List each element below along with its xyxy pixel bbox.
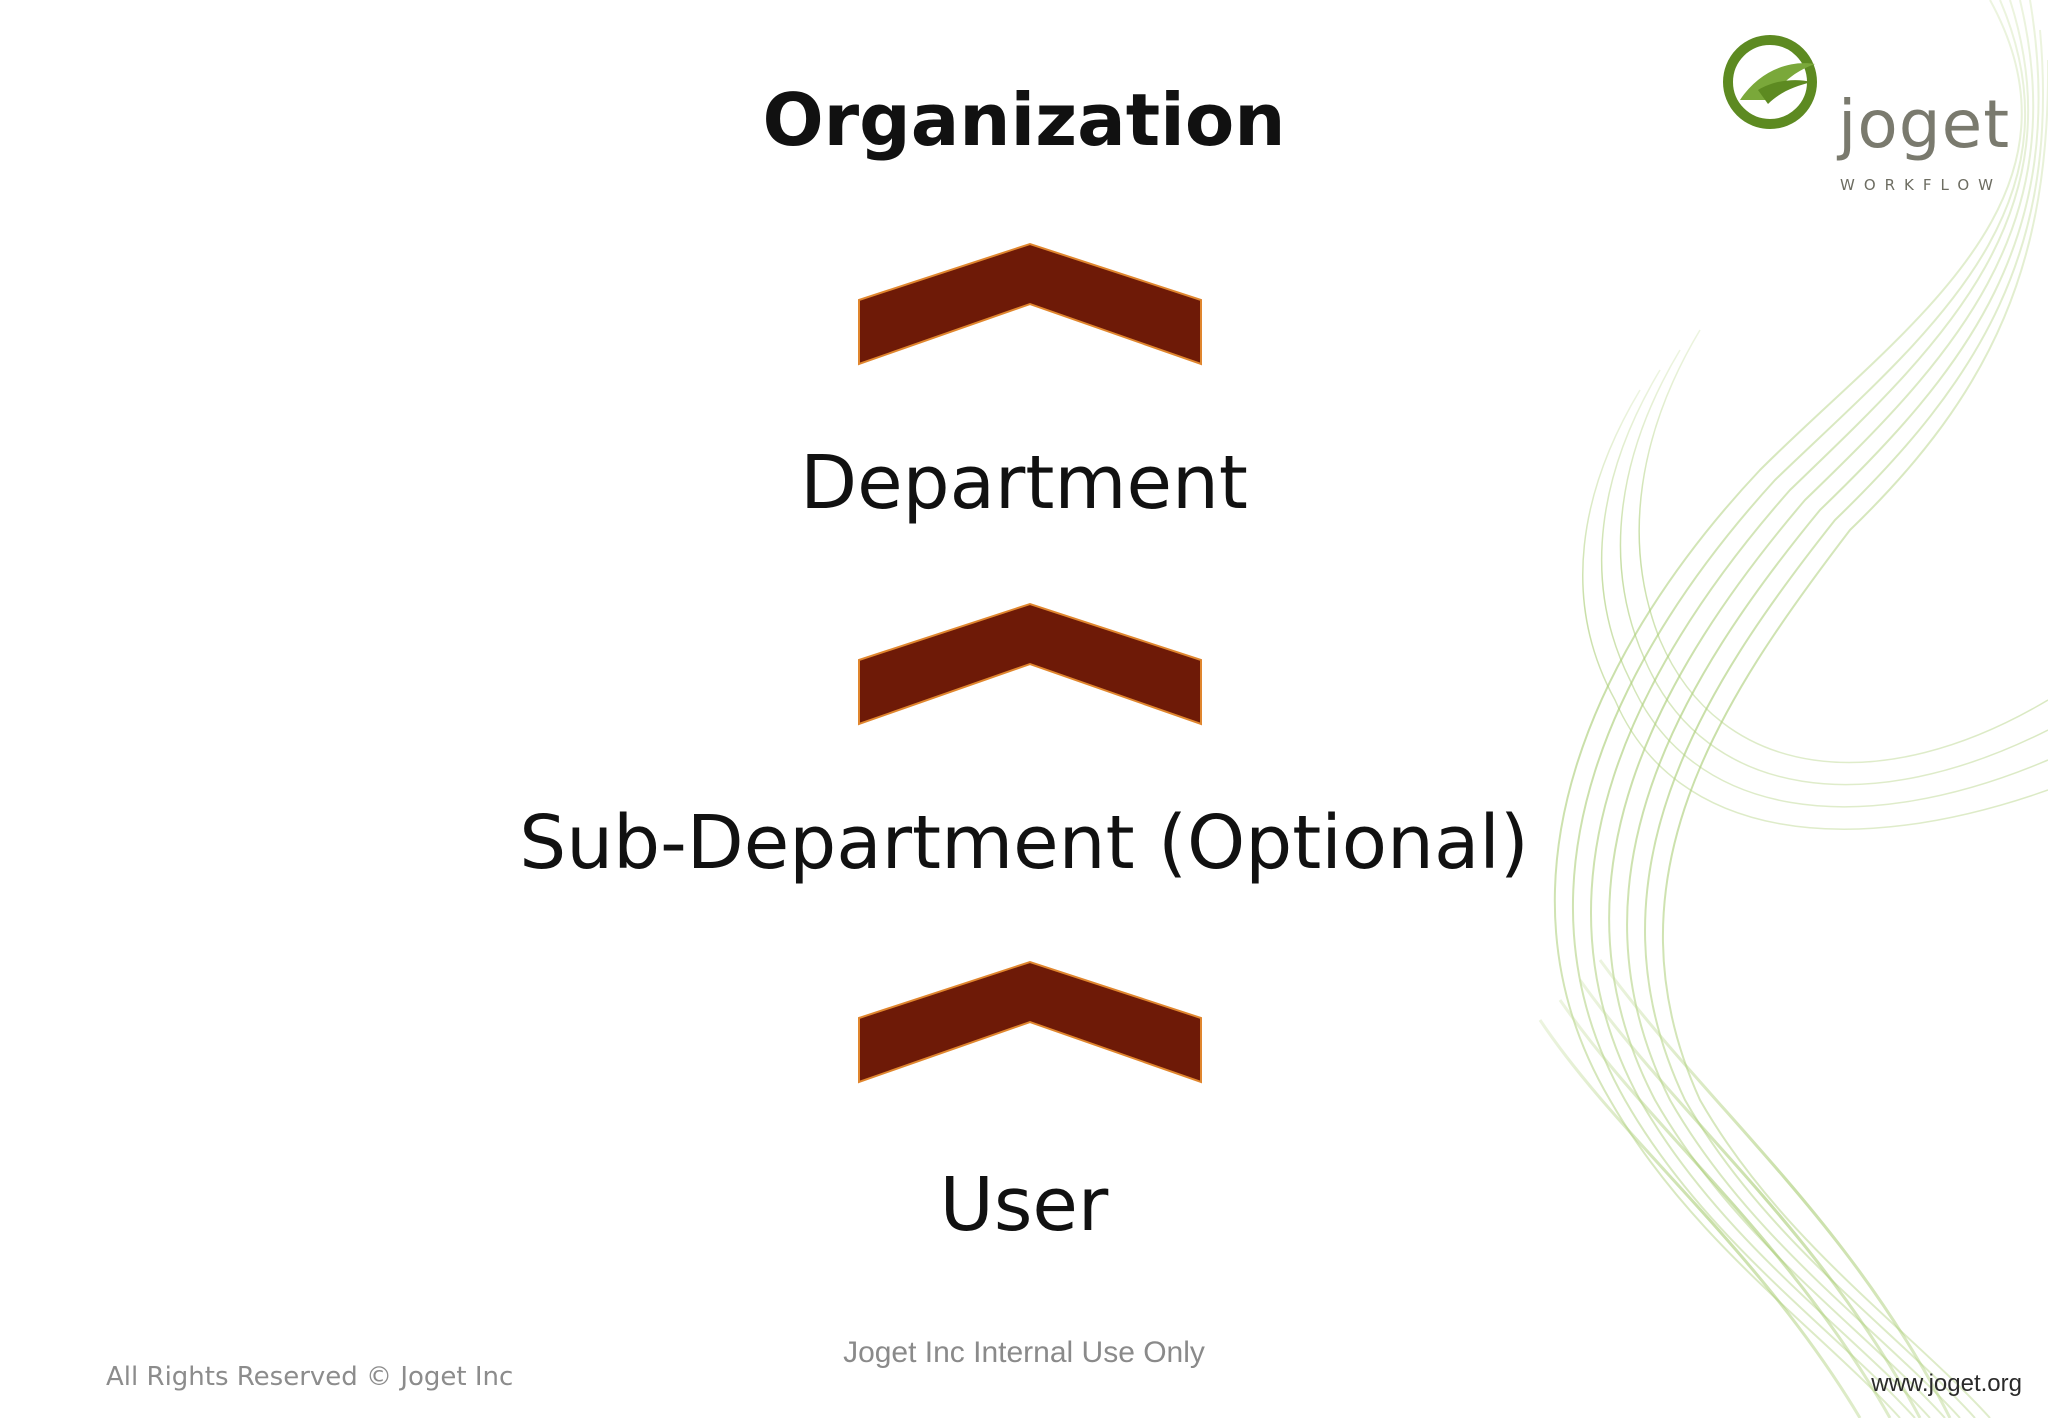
level-label-department: Department xyxy=(800,440,1248,526)
page-title: Organization xyxy=(762,78,1286,162)
footer-website-link[interactable]: www.joget.org xyxy=(1871,1370,2022,1397)
level-label-user: User xyxy=(939,1162,1109,1248)
joget-logo: joget WORKFLOW xyxy=(1720,30,2020,200)
logo-tagline: WORKFLOW xyxy=(1840,176,2002,194)
chevron-up-icon xyxy=(858,960,1202,1084)
footer-internal-notice: Joget Inc Internal Use Only xyxy=(843,1336,1205,1369)
chevron-up-icon xyxy=(858,602,1202,726)
level-label-sub-department: Sub-Department (Optional) xyxy=(519,800,1529,886)
chevron-up-icon xyxy=(858,242,1202,366)
joget-logo-icon xyxy=(1723,35,1817,129)
footer-copyright: All Rights Reserved © Joget Inc xyxy=(106,1362,514,1392)
logo-wordmark: joget xyxy=(1838,86,2011,163)
